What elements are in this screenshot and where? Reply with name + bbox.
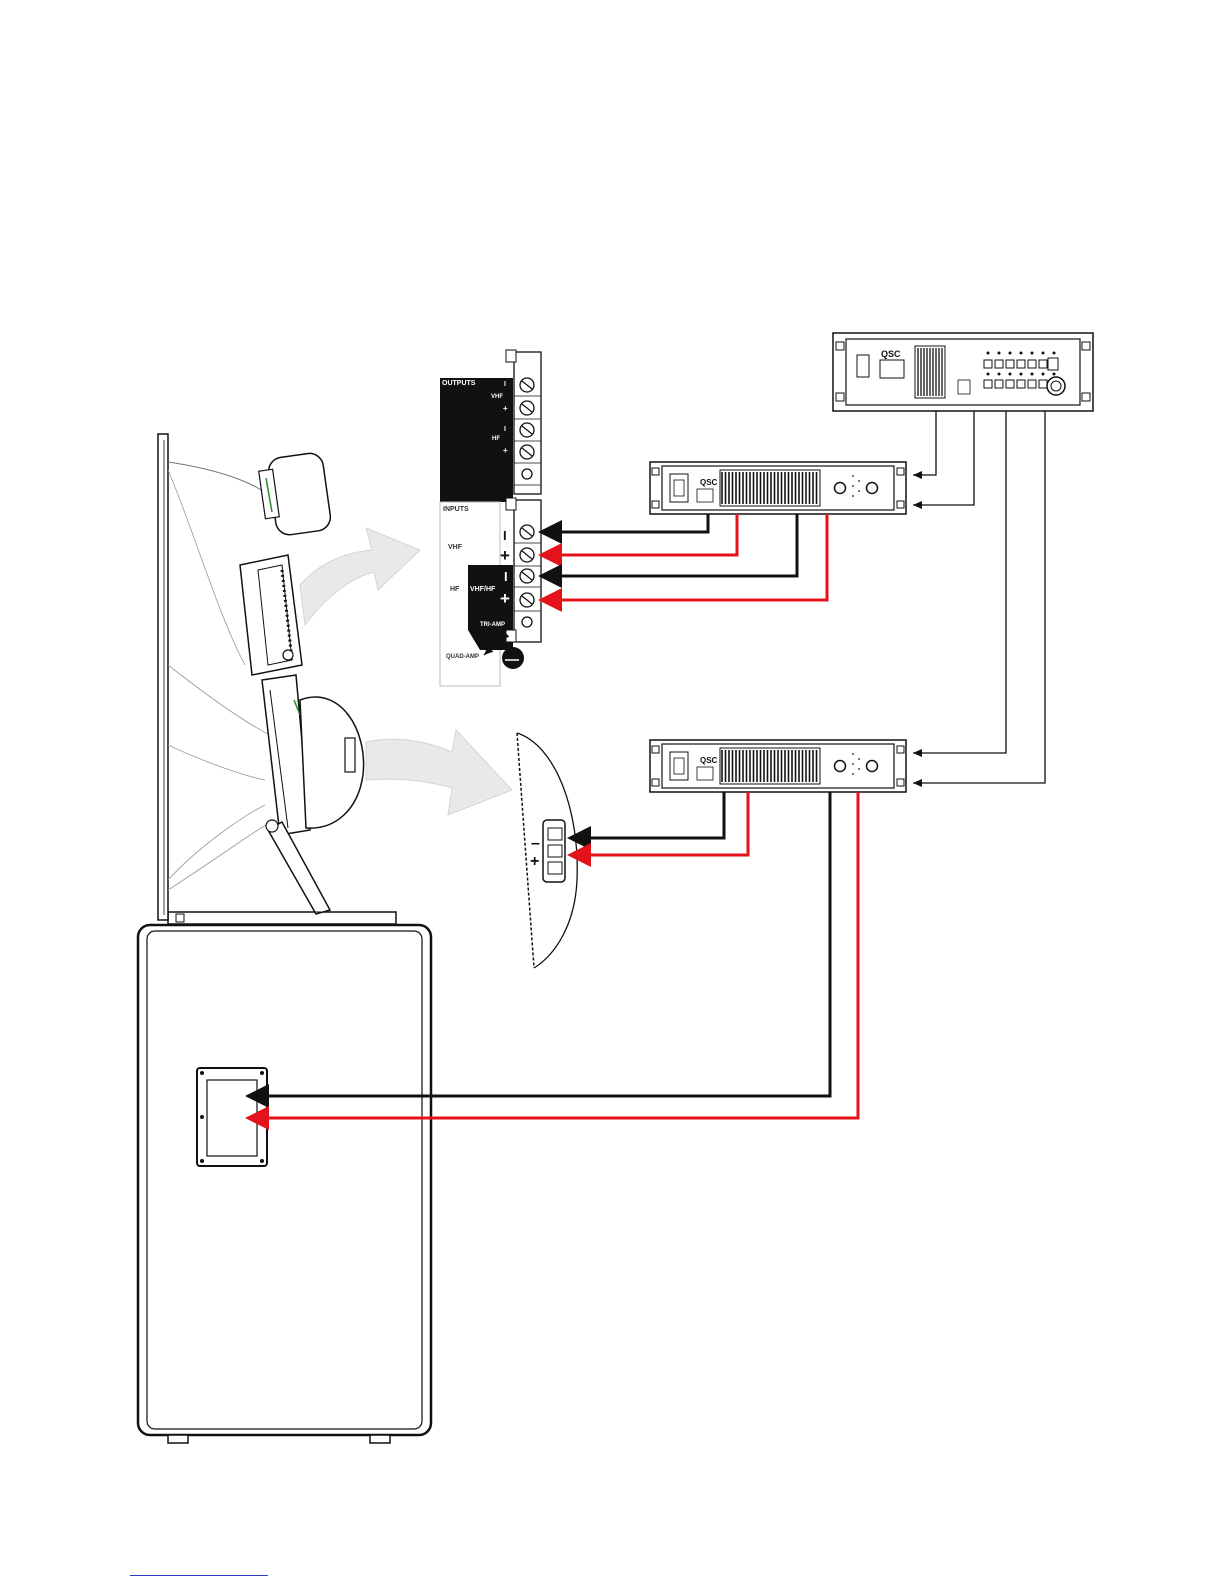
input-vhf-plus: + <box>500 546 510 565</box>
dsp-button <box>1006 360 1014 368</box>
crossover-panel <box>440 350 541 686</box>
mid-high-cabinet <box>158 434 396 924</box>
outputs-label: OUTPUTS <box>442 380 476 387</box>
dsp-led <box>1031 352 1034 355</box>
output-vhf-label: VHF <box>491 394 503 400</box>
amplifier-top <box>650 462 906 514</box>
output-hf-label: HF <box>492 436 500 442</box>
input-hf-label: HF <box>450 586 460 593</box>
hf-negative-wire <box>541 514 797 576</box>
power-rocker <box>674 480 684 496</box>
input-hf-minus: I <box>504 569 508 584</box>
amp-indicators <box>697 767 713 780</box>
dsp-button <box>984 360 992 368</box>
lower-callout-arrow <box>366 730 512 815</box>
quad-amp-label: QUAD-AMP <box>446 654 479 660</box>
dsp-led <box>987 352 990 355</box>
status-led <box>858 480 860 482</box>
tri-amp-label: TRI-AMP <box>480 622 505 628</box>
gain-knob-a <box>835 483 846 494</box>
output-vhf-plus: + <box>503 404 508 413</box>
dsp-led <box>1009 352 1012 355</box>
dsp-button <box>1039 380 1047 388</box>
horn-terminal-plus: + <box>530 853 539 870</box>
dsp-button <box>1028 360 1036 368</box>
dsp-led <box>1020 373 1023 376</box>
dsp-led <box>998 373 1001 376</box>
mode-selector-knob[interactable] <box>502 647 524 669</box>
horn-terminal-minus: – <box>531 835 540 852</box>
dsp-led <box>1042 352 1045 355</box>
gain-knob-a <box>835 761 846 772</box>
gain-knob-b <box>867 483 878 494</box>
dsp-button <box>1017 380 1025 388</box>
dsp-brand-logo: QSC <box>881 349 901 359</box>
hf-positive-wire <box>541 514 827 600</box>
vhf-horn-detail <box>517 733 577 968</box>
subwoofer-cabinet <box>138 925 431 1443</box>
dsp-button <box>984 380 992 388</box>
status-led <box>852 763 854 765</box>
dsp-led <box>1020 352 1023 355</box>
status-led <box>858 768 860 770</box>
dsp-button <box>995 360 1003 368</box>
status-led <box>858 490 860 492</box>
amplifier-bottom <box>650 740 906 792</box>
dsp-button <box>1039 360 1047 368</box>
amp-indicators <box>697 489 713 502</box>
status-led <box>852 485 854 487</box>
dsp-processor <box>833 333 1093 411</box>
status-led <box>852 753 854 755</box>
vhf-hf-label: VHF/HF <box>470 586 496 593</box>
dsp-to-amp-top-wire-1 <box>913 411 936 475</box>
dsp-button <box>995 380 1003 388</box>
terminal-screw <box>522 617 532 627</box>
status-led <box>852 475 854 477</box>
dsp-to-amp-bottom-wire-1 <box>913 411 1006 753</box>
mid-positive-wire <box>570 792 748 855</box>
dsp-button <box>1028 380 1036 388</box>
dsp-led <box>987 373 990 376</box>
output-hf-plus: + <box>503 446 508 455</box>
dsp-led <box>1009 373 1012 376</box>
footer-link-underline[interactable] <box>130 1575 268 1576</box>
dsp-led <box>1053 352 1056 355</box>
vhf-negative-wire <box>541 514 708 532</box>
dsp-led <box>1042 373 1045 376</box>
dsp-button <box>1048 358 1058 370</box>
output-vhf-minus: I <box>504 381 506 388</box>
amp-bottom-brand-logo: QSC <box>700 756 718 765</box>
input-vhf-minus: I <box>503 528 507 543</box>
dsp-button <box>1017 360 1025 368</box>
upper-callout-arrow <box>300 528 420 625</box>
status-led <box>852 495 854 497</box>
dsp-button <box>1006 380 1014 388</box>
dsp-led <box>1053 373 1056 376</box>
dsp-to-amp-bottom-wire-2 <box>913 411 1045 783</box>
status-led <box>858 758 860 760</box>
inputs-label: INPUTS <box>443 506 469 513</box>
mid-negative-wire <box>570 792 724 838</box>
power-rocker <box>674 758 684 774</box>
amp-top-brand-logo: QSC <box>700 478 718 487</box>
input-hf-plus: + <box>500 589 510 608</box>
terminal-screw <box>522 469 532 479</box>
input-vhf-label: VHF <box>448 544 463 551</box>
dsp-led <box>1031 373 1034 376</box>
dsp-to-amp-top-wire-2 <box>913 411 974 505</box>
gain-knob-b <box>867 761 878 772</box>
status-led <box>852 773 854 775</box>
output-hf-minus: I <box>504 426 506 433</box>
dsp-led <box>998 352 1001 355</box>
